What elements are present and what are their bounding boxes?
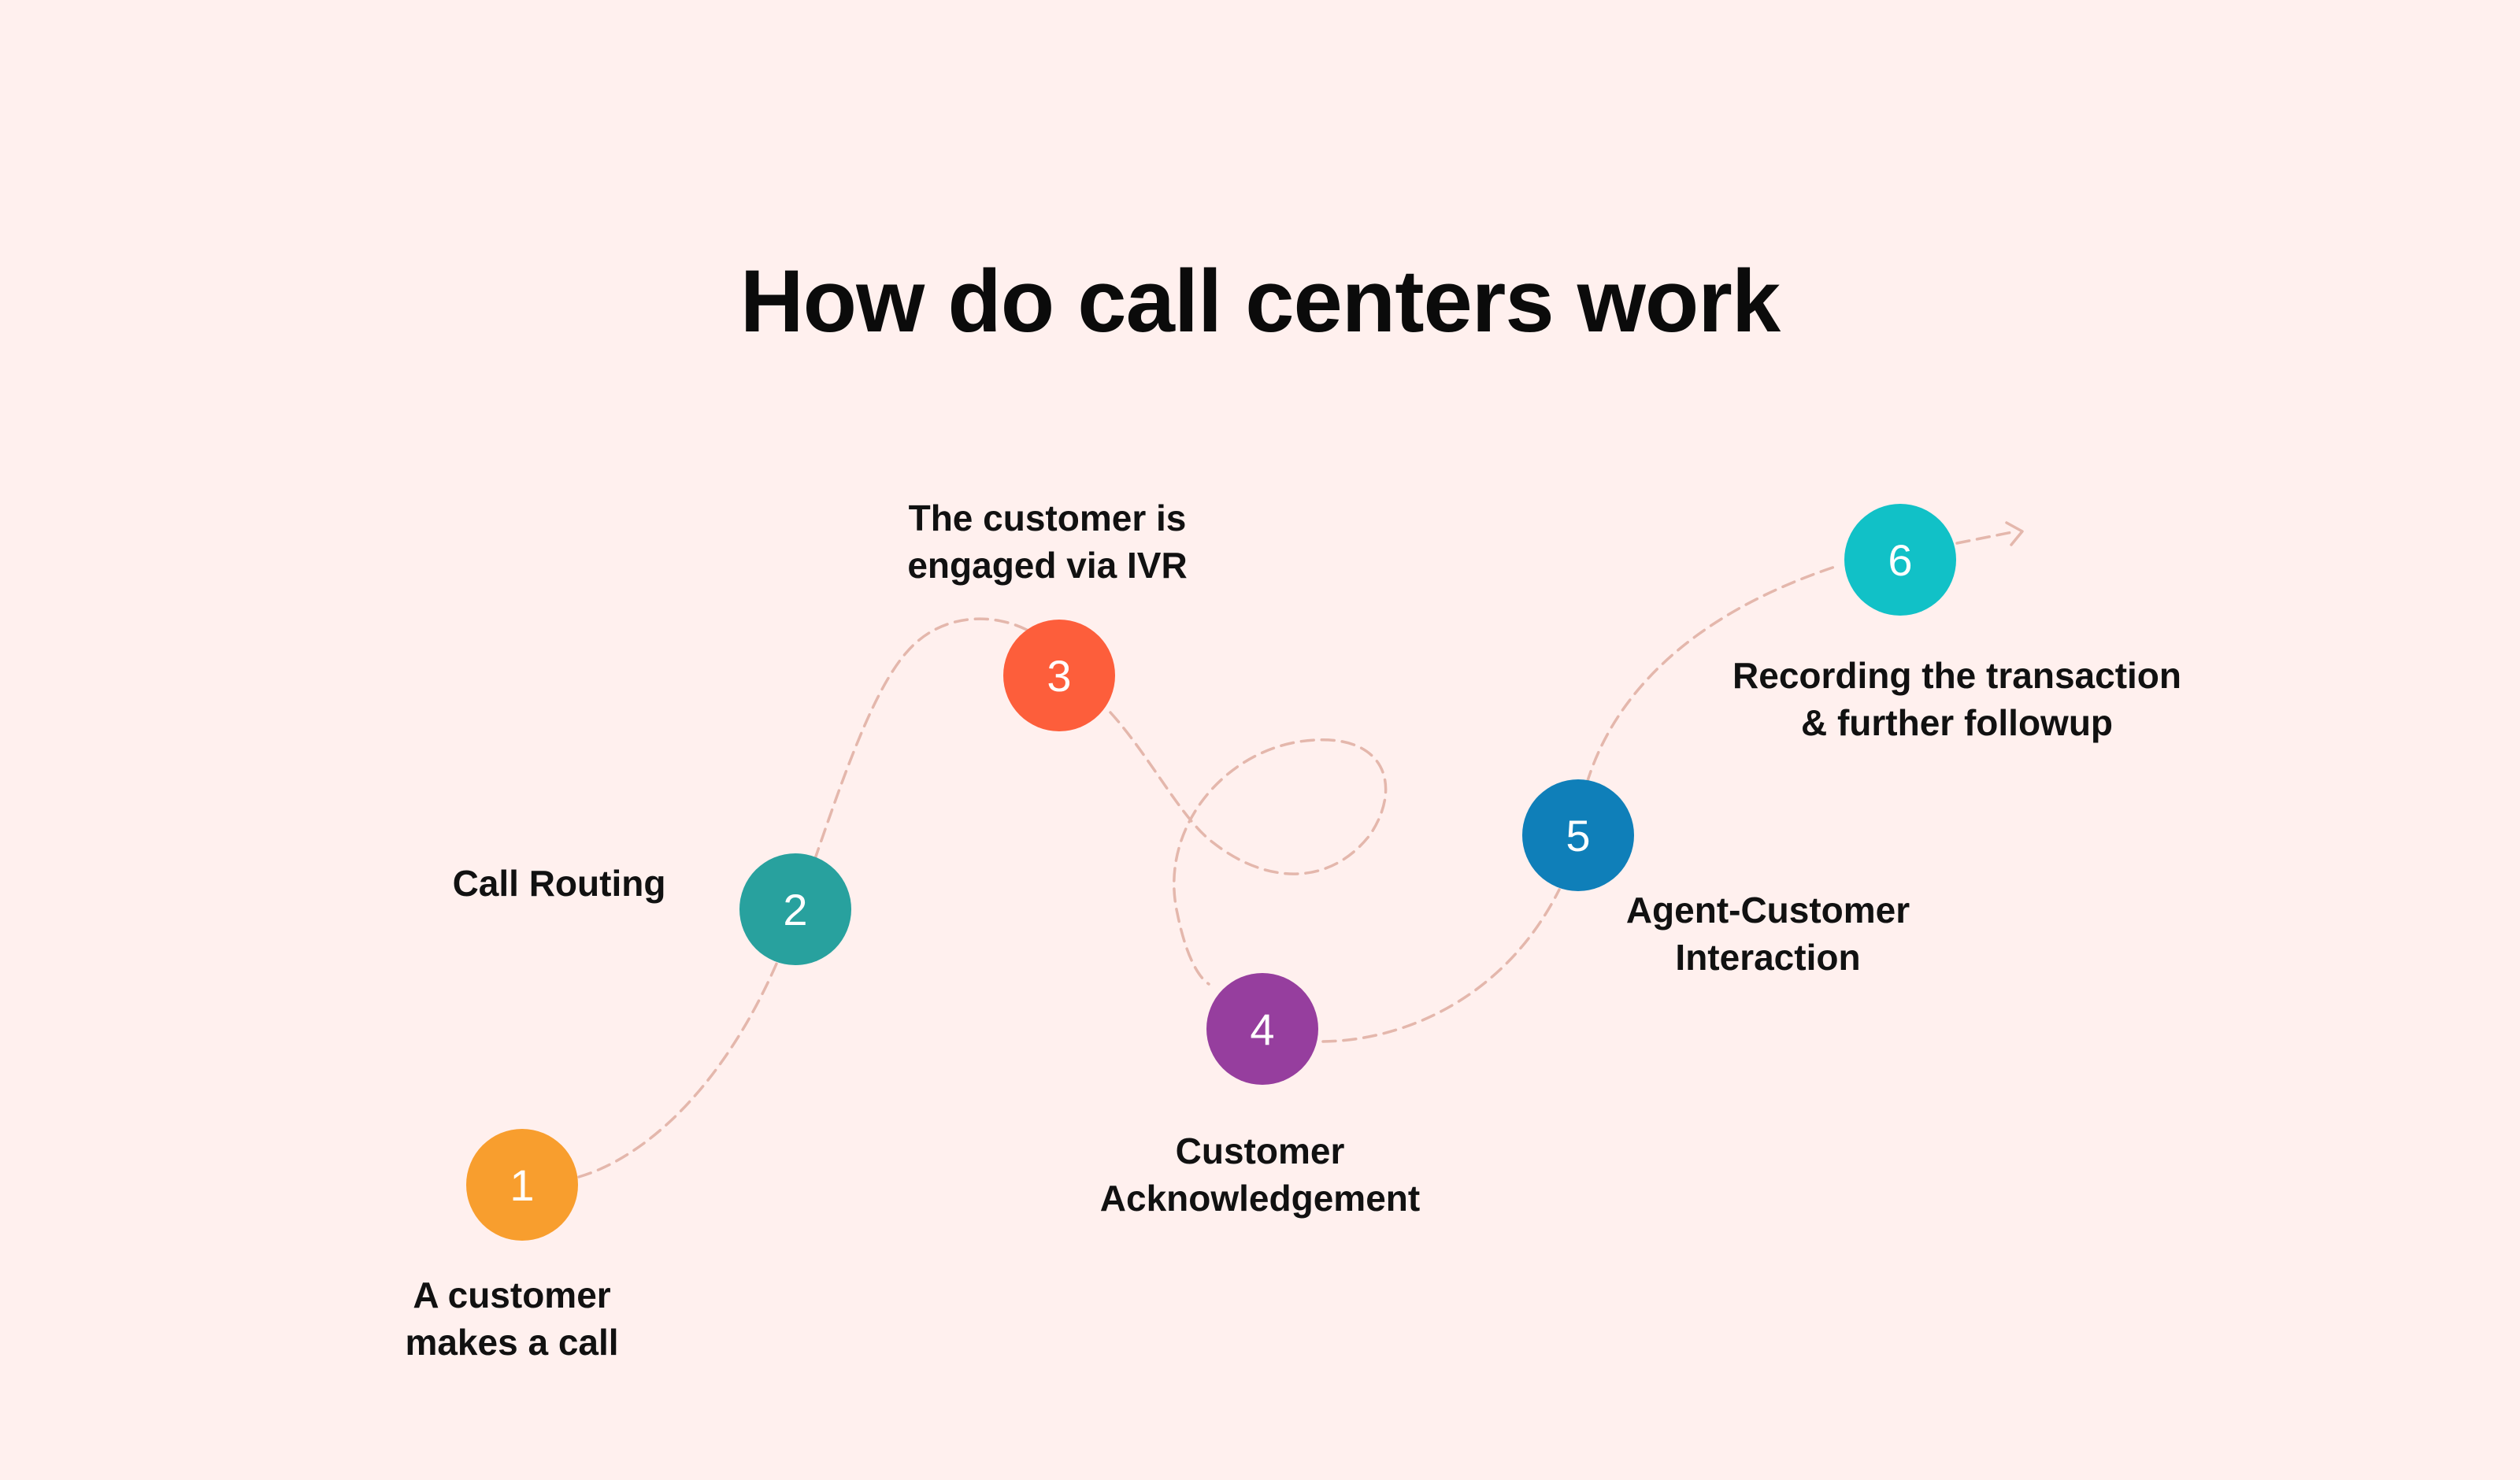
step-2-label: Call Routing bbox=[441, 860, 677, 907]
step-6-label-line-1: Recording the transaction bbox=[1732, 655, 2181, 696]
step-3-node: 3 bbox=[1003, 620, 1115, 731]
step-1-label: A customer makes a call bbox=[386, 1271, 638, 1366]
step-5-label-line-1: Agent-Customer bbox=[1625, 890, 1910, 931]
step-5-node: 5 bbox=[1522, 779, 1634, 891]
step-6-label: Recording the transaction & further foll… bbox=[1701, 652, 2213, 746]
step-1-label-line-2: makes a call bbox=[405, 1322, 619, 1363]
step-4-label-line-1: Customer bbox=[1175, 1130, 1345, 1171]
step-6-number: 6 bbox=[1888, 535, 1913, 585]
step-1-node: 1 bbox=[466, 1129, 578, 1241]
step-3-number: 3 bbox=[1047, 650, 1072, 701]
step-3-label: The customer is engaged via IVR bbox=[882, 494, 1213, 589]
arrow-head-icon bbox=[2005, 521, 2024, 546]
step-2-label-line-1: Call Routing bbox=[452, 863, 666, 904]
step-4-label: Customer Acknowledgement bbox=[1071, 1127, 1449, 1222]
flow-curve bbox=[577, 530, 2018, 1178]
step-5-number: 5 bbox=[1566, 810, 1591, 860]
step-5-label-line-2: Interaction bbox=[1675, 937, 1861, 978]
step-1-label-line-1: A customer bbox=[413, 1275, 611, 1315]
step-6-label-line-2: & further followup bbox=[1800, 702, 2114, 743]
step-2-node: 2 bbox=[739, 853, 851, 965]
step-1-number: 1 bbox=[510, 1160, 535, 1210]
step-6-node: 6 bbox=[1844, 504, 1956, 616]
step-4-label-line-2: Acknowledgement bbox=[1099, 1178, 1421, 1219]
step-2-number: 2 bbox=[783, 884, 808, 934]
step-4-node: 4 bbox=[1206, 973, 1318, 1085]
diagram-title: How do call centers work bbox=[739, 252, 1781, 350]
step-3-label-line-2: engaged via IVR bbox=[907, 545, 1188, 586]
step-5-label: Agent-Customer Interaction bbox=[1591, 886, 1945, 981]
step-4-number: 4 bbox=[1250, 1004, 1275, 1054]
step-3-label-line-1: The customer is bbox=[908, 498, 1187, 538]
